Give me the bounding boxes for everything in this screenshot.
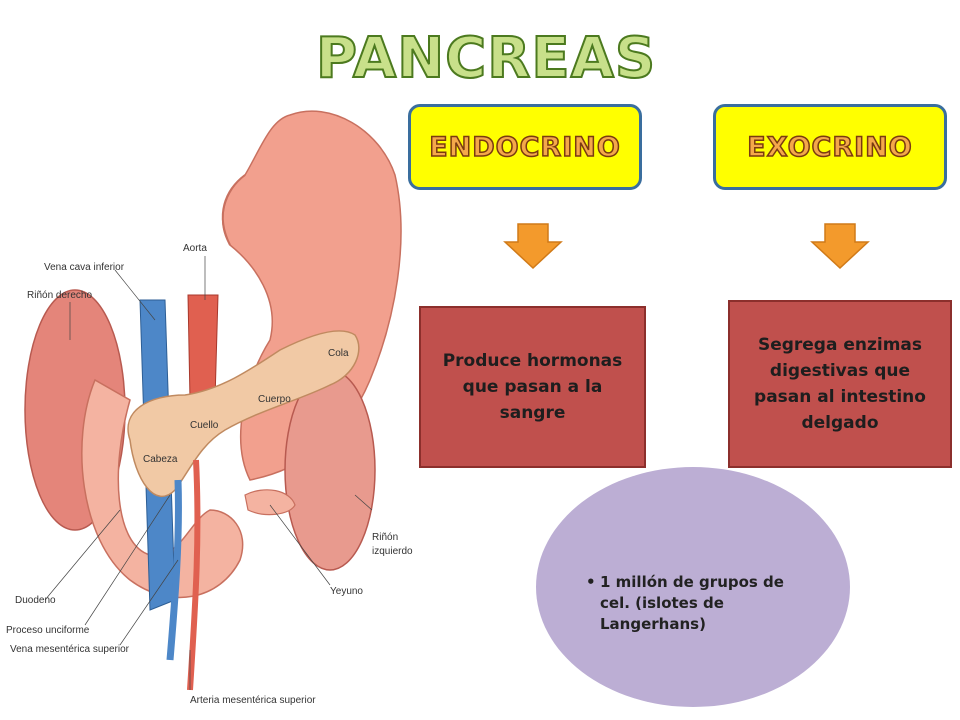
exocrino-description-text: Segrega enzimas digestivas que pasan al …: [754, 335, 926, 433]
label-yeyuno: Yeyuno: [330, 586, 363, 597]
endocrino-description-text: Produce hormonas que pasan a la sangre: [442, 351, 623, 423]
duodenum: [81, 378, 244, 599]
jejunum: [244, 489, 296, 516]
exocrino-label: EXOCRINO: [747, 131, 913, 164]
label-vena-cava: Vena cava inferior: [44, 262, 125, 273]
bullet-icon: •: [586, 573, 596, 591]
mesenteric-vein: [166, 479, 182, 661]
label-proceso-unciforme: Proceso unciforme: [6, 625, 90, 636]
label-cabeza: Cabeza: [143, 454, 178, 465]
mesenteric-artery: [187, 459, 201, 691]
islets-bullet: • 1 millón de grupos de cel. (islotes de…: [586, 572, 810, 635]
exocrino-box: EXOCRINO: [713, 104, 947, 190]
down-arrow-icon: [503, 223, 563, 270]
label-duodeno: Duodeno: [15, 595, 56, 606]
page-title: PANCREAS: [315, 25, 657, 92]
islets-oval: [536, 467, 850, 707]
label-aorta: Aorta: [183, 243, 207, 254]
label-cola: Cola: [328, 348, 349, 359]
label-cuello: Cuello: [190, 420, 219, 431]
down-arrow-icon: [810, 223, 870, 270]
label-rinon-izquierdo-2: izquierdo: [372, 546, 413, 557]
endocrino-box: ENDOCRINO: [408, 104, 642, 190]
islets-text: 1 millón de grupos de cel. (islotes de L…: [600, 573, 784, 633]
label-vena-mesenterica: Vena mesentérica superior: [10, 644, 130, 655]
exocrino-description: Segrega enzimas digestivas que pasan al …: [728, 300, 952, 468]
pancreas-illustration: Vena cava inferior Aorta Riñón derecho C…: [6, 110, 413, 706]
label-cuerpo: Cuerpo: [258, 394, 291, 405]
aorta: [187, 294, 219, 401]
endocrino-description: Produce hormonas que pasan a la sangre: [419, 306, 646, 468]
label-rinon-izquierdo-1: Riñón: [372, 532, 398, 543]
label-rinon-derecho: Riñón derecho: [27, 290, 92, 301]
left-kidney: [284, 369, 376, 571]
endocrino-label: ENDOCRINO: [428, 131, 621, 164]
label-arteria-mesenterica: Arteria mesentérica superior: [190, 695, 316, 706]
